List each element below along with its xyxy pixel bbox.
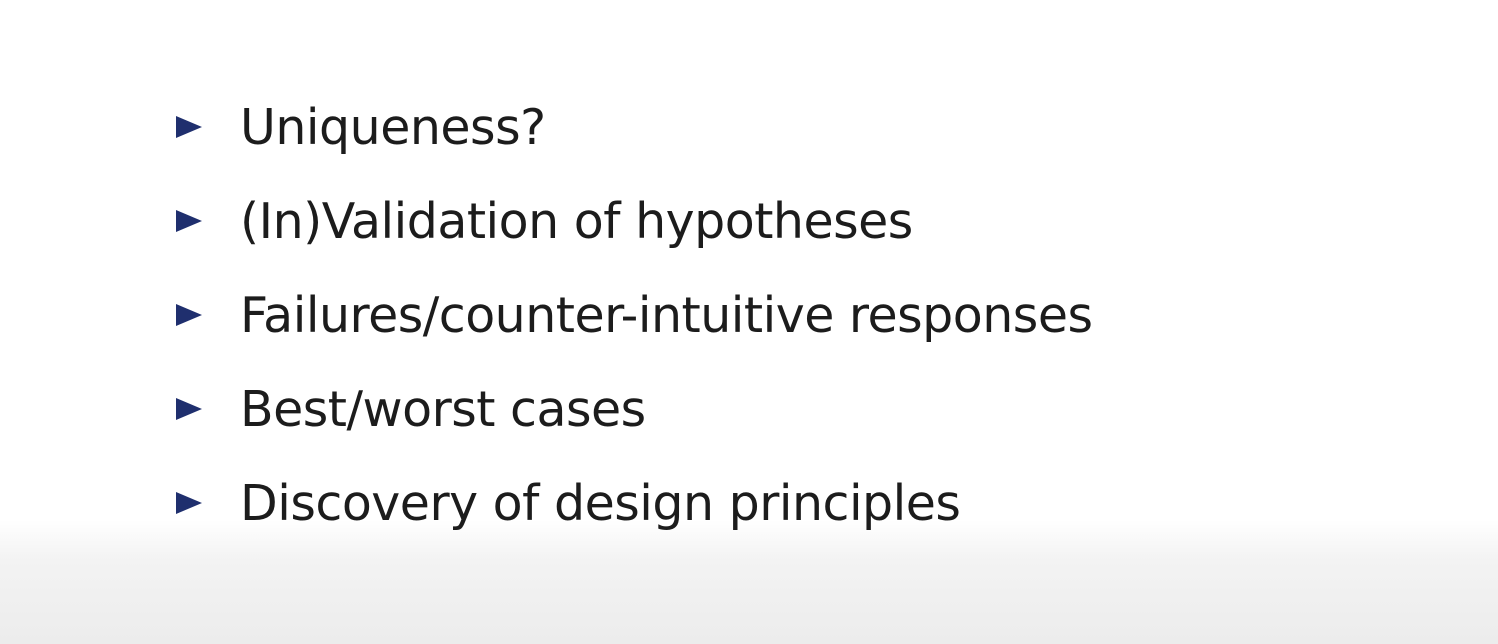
- bullet-list: Uniqueness? (In)Validation of hypotheses…: [176, 80, 1093, 550]
- bullet-text: Best/worst cases: [240, 380, 646, 438]
- bullet-text: Uniqueness?: [240, 98, 546, 156]
- list-item: Best/worst cases: [176, 362, 1093, 456]
- triangle-right-icon: [176, 210, 202, 232]
- triangle-right-icon: [176, 116, 202, 138]
- triangle-right-icon: [176, 398, 202, 420]
- list-item: Uniqueness?: [176, 80, 1093, 174]
- bullet-text: Discovery of design principles: [240, 474, 961, 532]
- list-item: (In)Validation of hypotheses: [176, 174, 1093, 268]
- triangle-right-icon: [176, 304, 202, 326]
- list-item: Failures/counter-intuitive responses: [176, 268, 1093, 362]
- bullet-text: Failures/counter-intuitive responses: [240, 286, 1093, 344]
- bullet-text: (In)Validation of hypotheses: [240, 192, 913, 250]
- list-item: Discovery of design principles: [176, 456, 1093, 550]
- triangle-right-icon: [176, 492, 202, 514]
